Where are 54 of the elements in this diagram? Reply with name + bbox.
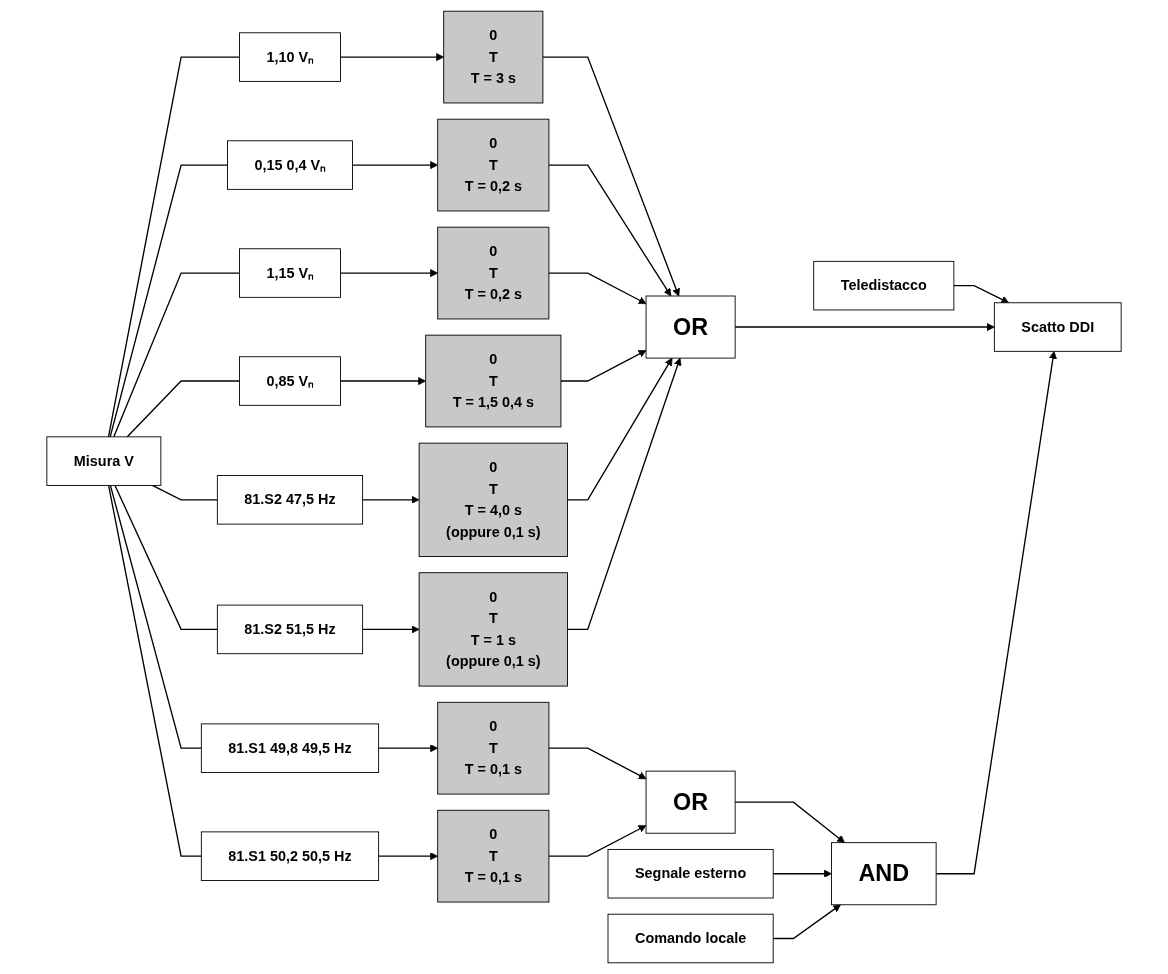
- arrow: [339, 377, 427, 385]
- node-box: AND: [830, 842, 937, 906]
- node-box: 0,85 Vₙ: [239, 356, 341, 406]
- connector: [107, 56, 241, 438]
- arrow: [566, 357, 682, 631]
- node-box: 81.S2 47,5 Hz: [216, 475, 364, 525]
- arrow: [935, 351, 1057, 875]
- connector: [109, 164, 229, 438]
- node-box: 0 T T = 0,2 s: [437, 226, 550, 320]
- node-box: 81.S1 49,8 49,5 Hz: [200, 723, 380, 773]
- node-box: Misura V: [46, 436, 162, 486]
- node-box: 81.S2 51,5 Hz: [216, 604, 364, 655]
- node-box: 0 T T = 4,0 s (oppure 0,1 s): [418, 442, 568, 557]
- arrow: [548, 164, 672, 297]
- connector: [109, 484, 203, 749]
- arrow: [339, 53, 445, 62]
- node-box: 0 T T = 0,2 s: [437, 118, 550, 212]
- node-box: 81.S1 50,2 50,5 Hz: [200, 831, 380, 881]
- arrow: [351, 161, 439, 170]
- connector: [113, 272, 241, 438]
- connector: [126, 380, 241, 438]
- node-box: 0 T T = 1,5 0,4 s: [425, 334, 562, 428]
- arrow: [548, 825, 647, 857]
- arrow: [361, 625, 420, 634]
- arrow: [548, 272, 647, 305]
- arrow: [734, 801, 845, 844]
- arrow: [734, 323, 995, 331]
- arrow: [377, 852, 439, 861]
- arrow: [548, 747, 647, 780]
- arrow: [566, 357, 673, 501]
- arrow: [361, 495, 420, 504]
- node-box: Comando locale: [607, 913, 774, 964]
- arrow: [772, 869, 832, 878]
- arrow: [377, 744, 439, 753]
- arrow: [560, 350, 647, 382]
- connector: [151, 484, 219, 501]
- node-box: OR: [645, 770, 736, 834]
- arrow: [953, 285, 1009, 304]
- node-box: 1,15 Vₙ: [239, 248, 341, 298]
- node-box: Scatto DDI: [993, 302, 1122, 352]
- connector: [114, 484, 219, 631]
- node-box: 0 T T = 1 s (oppure 0,1 s): [418, 572, 568, 687]
- node-box: 0 T T = 0,1 s: [437, 809, 550, 903]
- node-box: OR: [645, 295, 736, 359]
- node-box: 1,10 Vₙ: [239, 32, 341, 82]
- node-box: 0 T T = 3 s: [443, 10, 544, 104]
- node-box: Segnale esterno: [607, 848, 774, 899]
- node-box: Teledistacco: [813, 260, 955, 311]
- arrow: [772, 904, 841, 940]
- arrow: [339, 269, 439, 277]
- node-box: 0 T T = 0,1 s: [437, 701, 550, 795]
- arrow: [542, 56, 680, 297]
- node-box: 0,15 0,4 Vₙ: [227, 140, 353, 190]
- connector: [107, 484, 203, 857]
